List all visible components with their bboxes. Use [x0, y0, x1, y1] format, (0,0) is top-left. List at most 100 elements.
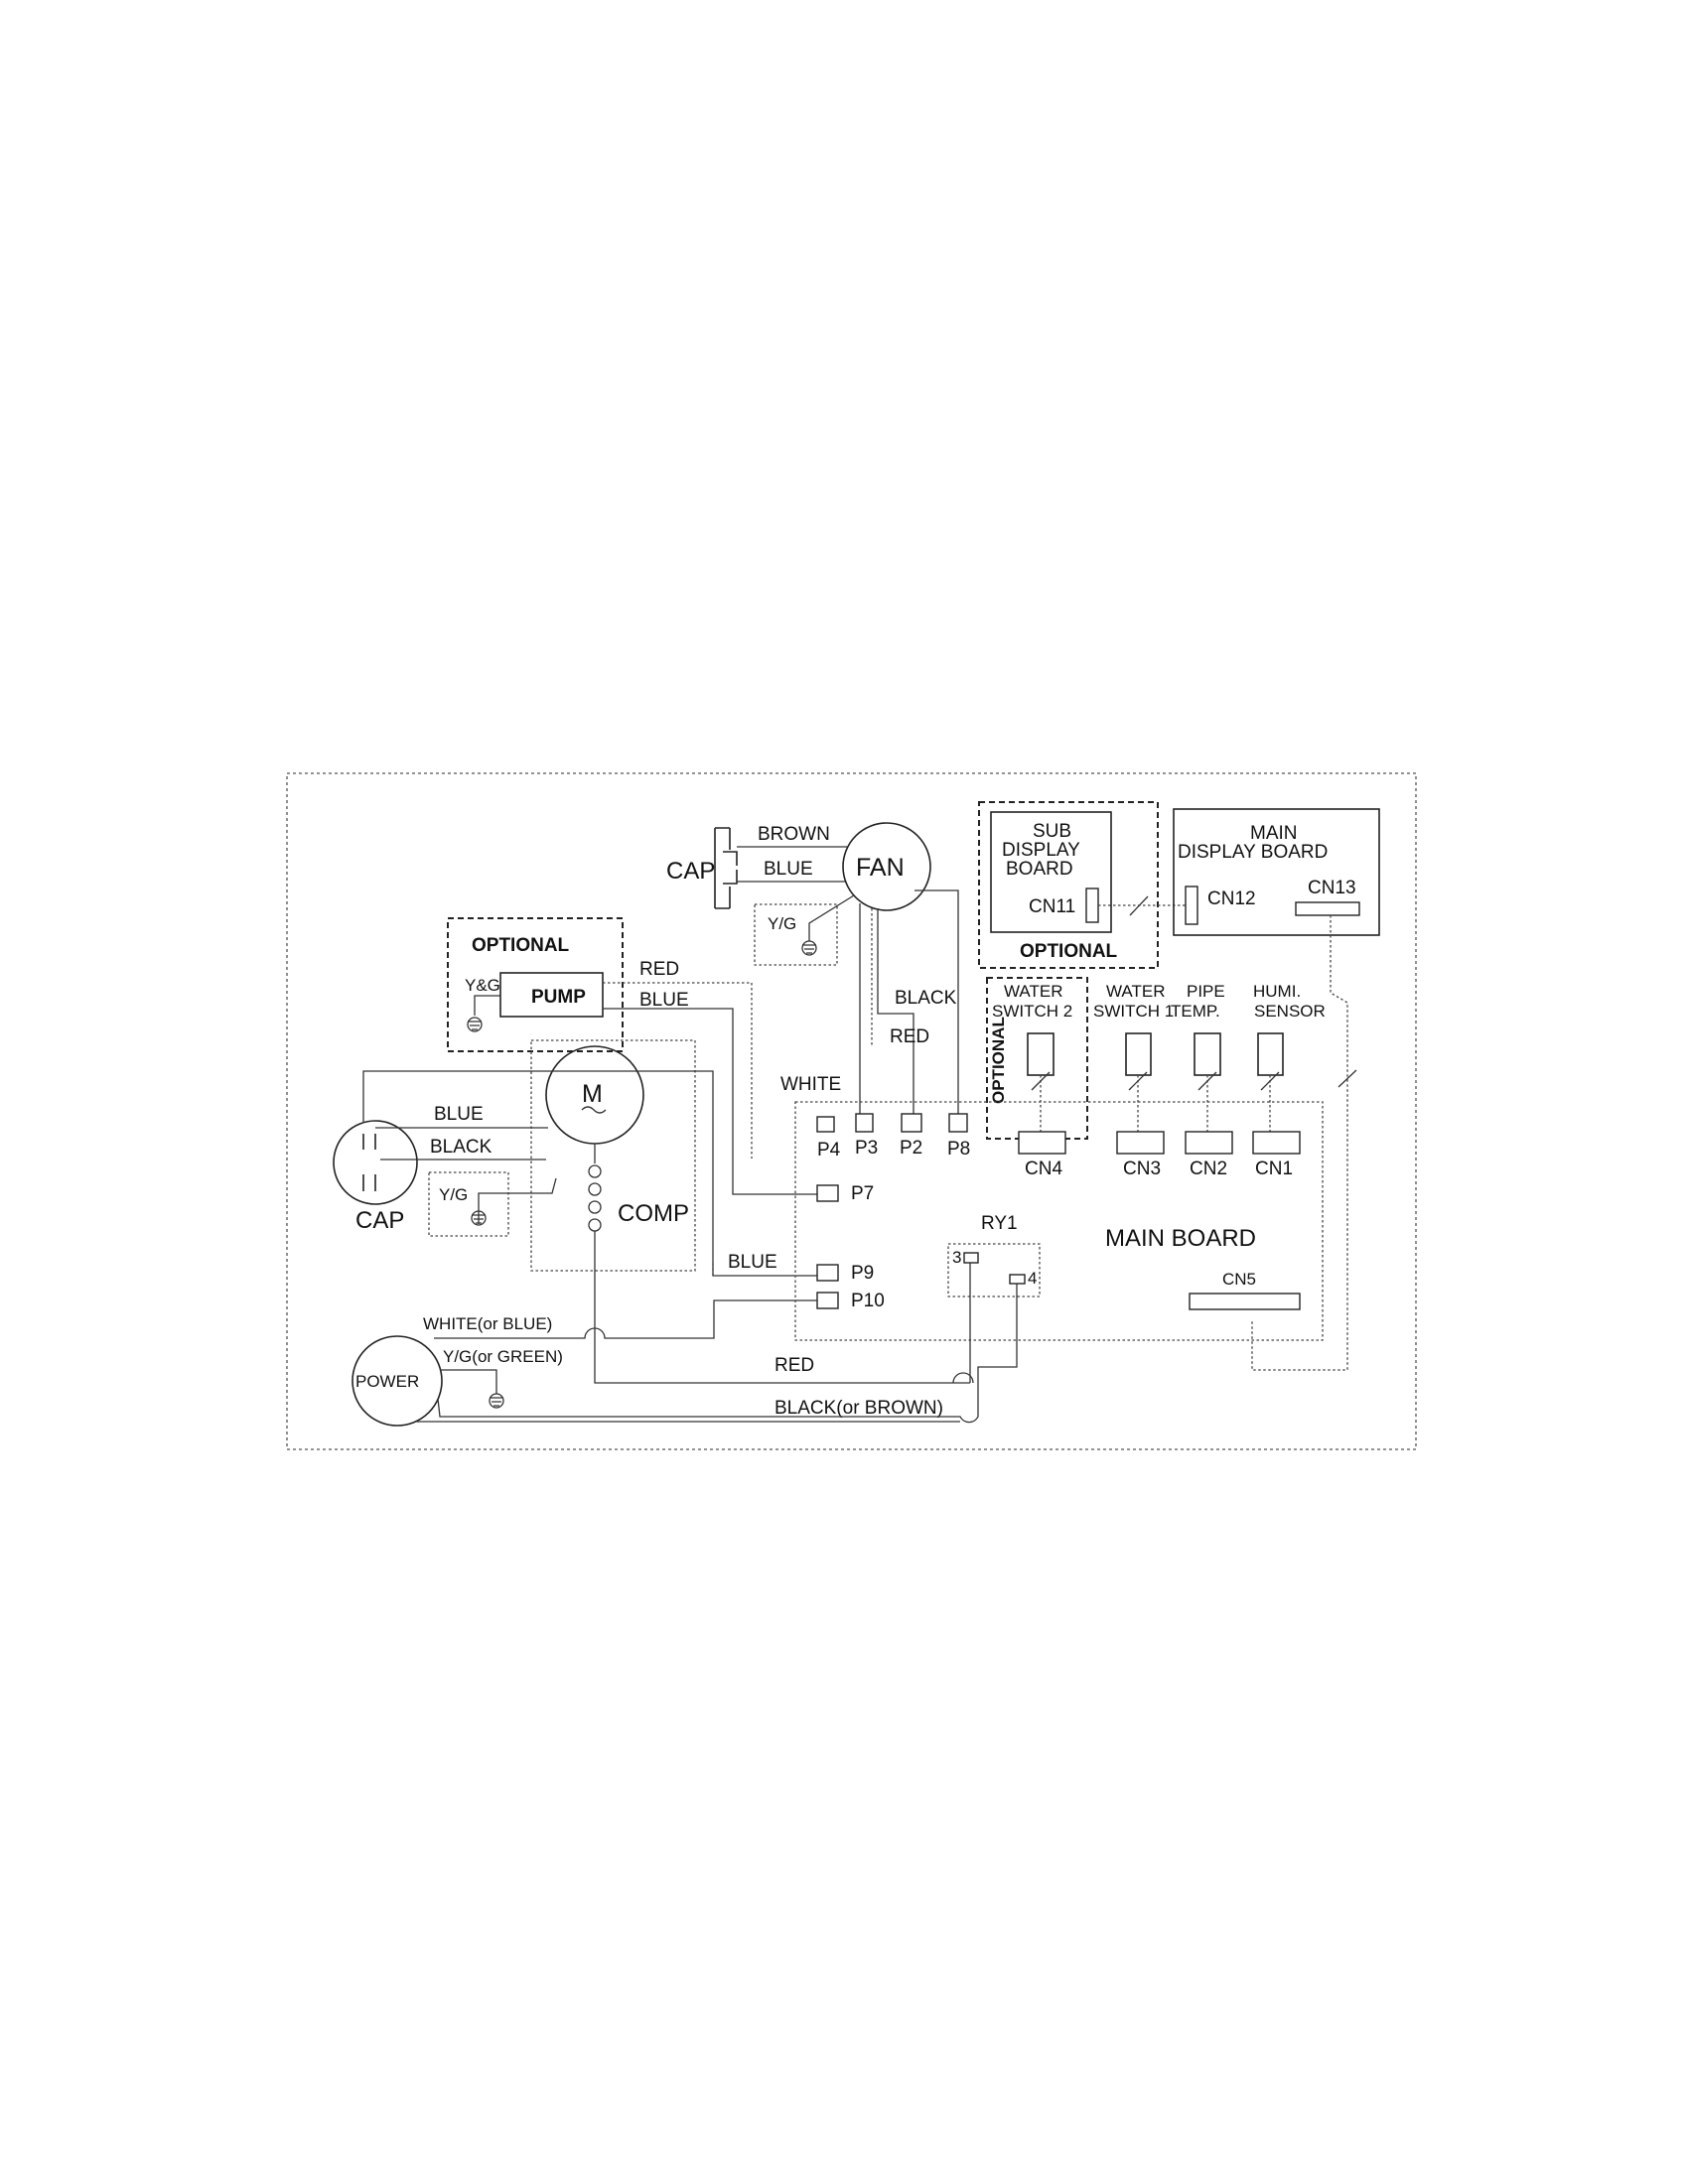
motor-symbol-icon: M	[581, 1080, 607, 1114]
p10-connector	[816, 1292, 839, 1309]
fan-capacitor-icon	[714, 827, 738, 909]
pump-label: PUMP	[531, 987, 586, 1008]
pipe-temp-line2: TEMP.	[1171, 1002, 1220, 1021]
cn5-connector	[1189, 1293, 1301, 1310]
cn13-label: CN13	[1308, 878, 1356, 898]
fan-motor	[842, 822, 931, 911]
power-red-label: RED	[774, 1355, 814, 1376]
comp-capacitor-icon	[362, 1134, 376, 1191]
p2-label: P2	[900, 1138, 922, 1159]
p9-connector	[816, 1264, 839, 1282]
ry1-pin3	[963, 1252, 979, 1264]
ry1-relay	[947, 1243, 1041, 1297]
p8-connector	[948, 1113, 968, 1133]
main-display-line1: MAIN	[1250, 823, 1298, 844]
cn11-connector	[1085, 887, 1099, 923]
comp-cap-label: CAP	[355, 1207, 404, 1234]
p2-connector	[901, 1113, 922, 1133]
humi-line1: HUMI.	[1253, 982, 1301, 1001]
main-display-board	[1173, 808, 1380, 936]
fan-brown-label: BROWN	[758, 824, 830, 845]
water-switch2-line1: WATER	[1004, 982, 1063, 1001]
power-plug	[352, 1335, 443, 1427]
fan-black-wire-label: BLACK	[895, 988, 957, 1009]
ry1-pin4-label: 4	[1028, 1269, 1037, 1288]
p8-label: P8	[947, 1139, 970, 1160]
diagram-frame	[286, 772, 1417, 1450]
cn4-label: CN4	[1025, 1159, 1062, 1179]
cn1-label: CN1	[1255, 1159, 1293, 1179]
p3-label: P3	[855, 1138, 878, 1159]
p4-label: P4	[817, 1140, 841, 1160]
pipe-temp-line1: PIPE	[1187, 982, 1225, 1001]
humi-line2: SENSOR	[1254, 1002, 1326, 1021]
optional-vertical-label: OPTIONAL	[989, 1017, 1008, 1104]
cn4-connector	[1018, 1131, 1066, 1155]
comp-ground-icon	[471, 1210, 487, 1226]
humi-sensor	[1257, 1032, 1284, 1076]
sub-display-optional-label: OPTIONAL	[1020, 941, 1118, 962]
power-yg-label: Y/G(or GREEN)	[443, 1347, 563, 1366]
p9-label: P9	[851, 1263, 874, 1284]
p7-connector	[816, 1184, 839, 1202]
cn13-connector	[1295, 901, 1360, 916]
cn2-label: CN2	[1190, 1159, 1227, 1179]
fan-ground-box	[754, 903, 838, 966]
cn3-connector	[1116, 1131, 1165, 1155]
cn12-connector	[1185, 886, 1198, 925]
p10-label: P10	[851, 1291, 885, 1311]
main-board	[794, 1101, 1324, 1341]
pump-ground-icon	[467, 1017, 483, 1032]
pump-red-label: RED	[639, 959, 679, 980]
sub-display-optional-box	[978, 801, 1159, 969]
fan-cap-label: CAP	[666, 858, 715, 885]
fan-red-wire-label: RED	[890, 1026, 929, 1047]
sub-display-line1: SUB	[1033, 821, 1071, 842]
comp-blue-wire-label: BLUE	[728, 1252, 777, 1273]
pump-yandg-label: Y&G	[465, 976, 500, 995]
comp-ground-box	[428, 1171, 509, 1237]
p3-connector	[855, 1113, 874, 1133]
fan-yg-label: Y/G	[768, 914, 796, 933]
power-black-label: BLACK(or BROWN)	[774, 1398, 943, 1419]
fan-blue-label: BLUE	[764, 859, 813, 880]
pipe-temp-sensor	[1194, 1032, 1221, 1076]
power-ground-icon	[489, 1393, 504, 1409]
p4-connector	[816, 1116, 835, 1133]
sub-display-line3: BOARD	[1006, 859, 1073, 880]
comp-black-label: BLACK	[430, 1137, 492, 1158]
comp-capacitor	[333, 1120, 418, 1205]
cn2-connector	[1185, 1131, 1233, 1155]
ground-icon	[801, 937, 817, 956]
cn3-label: CN3	[1123, 1159, 1161, 1179]
cn5-label: CN5	[1222, 1270, 1256, 1289]
fan-white-wire-label: WHITE	[780, 1074, 841, 1095]
water-switch1-line2: SWITCH 1	[1093, 1002, 1174, 1021]
cn11-label: CN11	[1029, 896, 1075, 917]
compressor-box	[530, 1039, 696, 1272]
coil-icon	[588, 1144, 602, 1271]
comp-label: COMP	[618, 1200, 689, 1227]
water-switch2-line2: SWITCH 2	[992, 1002, 1072, 1021]
ry1-pin4	[1009, 1274, 1026, 1285]
sub-display-board	[990, 811, 1112, 933]
svg-text:M: M	[582, 1080, 603, 1108]
comp-blue-label: BLUE	[434, 1104, 484, 1125]
pump-body	[499, 972, 604, 1018]
main-board-label: MAIN BOARD	[1105, 1225, 1256, 1252]
main-display-line2: DISPLAY BOARD	[1178, 842, 1328, 863]
pump-optional-label: OPTIONAL	[472, 935, 570, 956]
cn1-connector	[1252, 1131, 1301, 1155]
power-white-label: WHITE(or BLUE)	[423, 1314, 552, 1333]
cn12-label: CN12	[1207, 888, 1256, 909]
sub-display-line2: DISPLAY	[1002, 840, 1080, 861]
power-label: POWER	[355, 1372, 419, 1391]
ry1-pin3-label: 3	[952, 1248, 961, 1267]
water-switch2-sensor	[1027, 1032, 1055, 1076]
comp-yg-label: Y/G	[439, 1185, 468, 1204]
pump-blue-label: BLUE	[639, 990, 689, 1011]
water-switch1-sensor	[1125, 1032, 1152, 1076]
ry1-label: RY1	[981, 1213, 1018, 1234]
p7-label: P7	[851, 1183, 874, 1204]
